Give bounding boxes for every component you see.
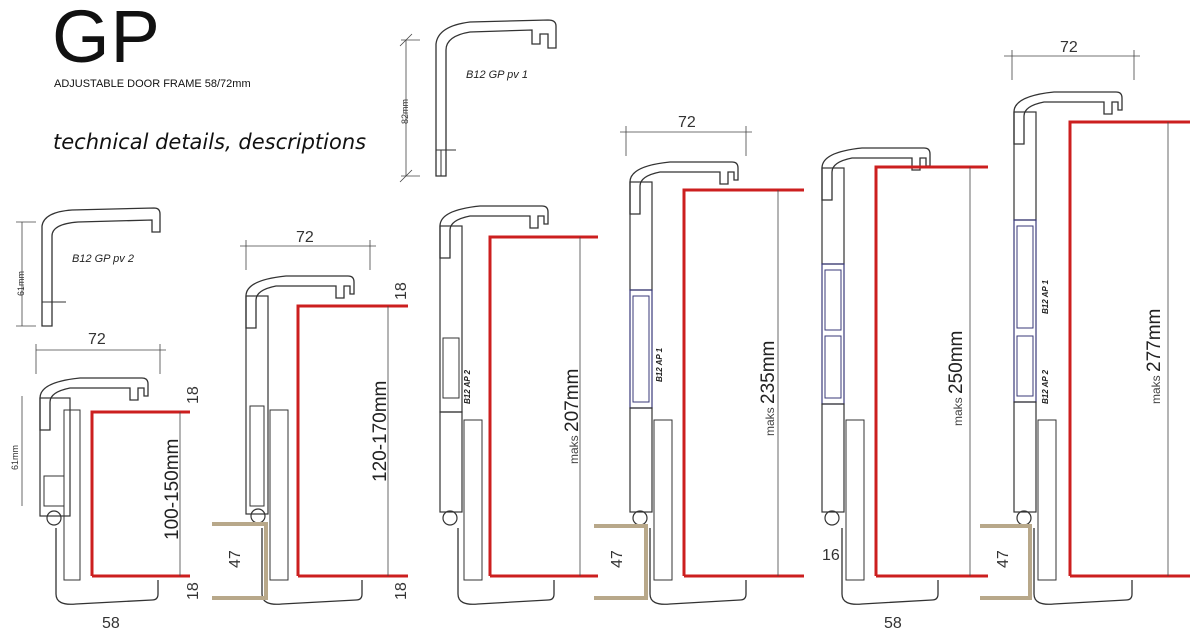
page-title: GP	[52, 0, 161, 78]
a5-prefix: maks	[951, 397, 965, 426]
a6-side: 47	[995, 550, 1012, 568]
a1-bottom-width: 58	[102, 615, 120, 630]
page-subtitle: ADJUSTABLE DOOR FRAME 58/72mm	[54, 78, 251, 90]
page-tagline: technical details, descriptions	[53, 130, 367, 154]
a1-range: 100-150mm	[162, 439, 183, 540]
assembly-3: B12 AP 2 maks 207mm	[439, 205, 598, 605]
a6-insert-bottom: B12 AP 2	[1041, 369, 1050, 404]
pv2-height: 61mm	[16, 271, 26, 296]
a4-width: 72	[678, 114, 696, 131]
a3-insert: B12 AP 2	[463, 369, 472, 404]
a4-prefix: maks	[763, 407, 777, 436]
a2-bottom: 18	[393, 582, 410, 600]
a5-range: 250mm	[946, 331, 967, 394]
a4-insert: B12 AP 1	[655, 347, 664, 382]
a1-bottom: 18	[185, 582, 202, 600]
profile-pv1: B12 GP pv 1 82mm	[399, 19, 557, 183]
assembly-1: 72 61mm 100-150mm 18 18 58	[10, 331, 202, 630]
a6-insert-top: B12 AP 1	[1041, 279, 1050, 314]
a2-side: 47	[227, 550, 244, 568]
assembly-6: 72 B12 AP 1 B12 AP 2 47 maks 277mm	[980, 39, 1190, 605]
assembly-2: 72 47 120-170mm 18 18	[212, 229, 410, 605]
a5-bottom-width: 58	[884, 615, 902, 630]
a6-range: 277mm	[1144, 309, 1165, 372]
profile-pv2: B12 GP pv 2 61mm	[16, 207, 161, 327]
a1-height: 61mm	[10, 445, 20, 470]
a4-range: 235mm	[758, 341, 779, 404]
a5-offset: 16	[822, 547, 840, 564]
a2-range: 120-170mm	[370, 381, 391, 482]
a4-side: 47	[609, 550, 626, 568]
a3-prefix: maks	[567, 435, 581, 464]
a1-width: 72	[88, 331, 106, 348]
a2-top: 18	[393, 282, 410, 300]
a6-width: 72	[1060, 39, 1078, 56]
assembly-5: 16 maks 250mm 58	[821, 147, 988, 630]
a2-width: 72	[296, 229, 314, 246]
a6-prefix: maks	[1149, 375, 1163, 404]
a1-top: 18	[185, 386, 202, 404]
pv1-label: B12 GP pv 1	[466, 69, 528, 81]
pv2-label: B12 GP pv 2	[72, 253, 134, 265]
pv1-height: 82mm	[400, 99, 410, 124]
a3-range: 207mm	[562, 369, 583, 432]
assembly-4: 72 B12 AP 1 47 maks 235mm	[594, 114, 804, 605]
